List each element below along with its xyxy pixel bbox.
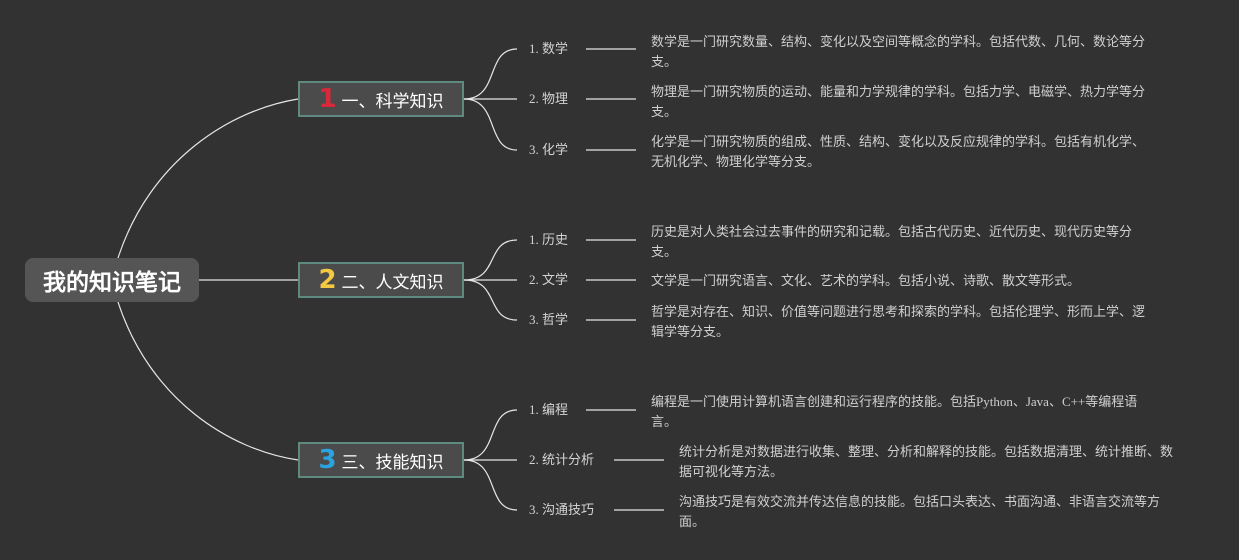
topic-description: 哲学是对存在、知识、价值等问题进行思考和探索的学科。包括伦理学、形而上学、逻辑学… bbox=[651, 304, 1146, 339]
topic-node-literature[interactable]: 2. 文学 bbox=[529, 272, 569, 287]
topic-description: 编程是一门使用计算机语言创建和运行程序的技能。包括Python、Java、C++… bbox=[651, 394, 1138, 429]
topic-node-statistics[interactable]: 2. 统计分析 bbox=[529, 452, 595, 467]
connector-b3-c3 bbox=[463, 459, 518, 511]
topic-node-physics[interactable]: 2. 物理 bbox=[529, 91, 569, 106]
connector-b3-c1 bbox=[463, 409, 518, 461]
topic-node-history[interactable]: 1. 历史 bbox=[529, 232, 569, 247]
topic-description: 文学是一门研究语言、文化、艺术的学科。包括小说、诗歌、散文等形式。 bbox=[651, 273, 1081, 288]
topic-node-programming[interactable]: 1. 编程 bbox=[529, 402, 569, 417]
number-badge-3: 3 bbox=[318, 445, 337, 475]
connector-root-branch-1 bbox=[117, 98, 299, 259]
topic-description: 统计分析是对数据进行收集、整理、分析和解释的技能。包括数据清理、统计推断、数据可… bbox=[679, 444, 1174, 479]
topic-description: 沟通技巧是有效交流并传达信息的技能。包括口头表达、书面沟通、非语言交流等方面。 bbox=[679, 494, 1161, 529]
branch-node-humanities[interactable]: 2 二、人文知识 bbox=[298, 262, 464, 298]
topic-description: 物理是一门研究物质的运动、能量和力学规律的学科。包括力学、电磁学、热力学等分支。 bbox=[651, 84, 1146, 119]
connector-b1-c1 bbox=[463, 48, 518, 100]
branch-label: 二、人文知识 bbox=[341, 272, 444, 293]
topic-description: 数学是一门研究数量、结构、变化以及空间等概念的学科。包括代数、几何、数论等分支。 bbox=[651, 34, 1146, 69]
branch-label: 三、技能知识 bbox=[341, 452, 444, 473]
branch-label: 一、科学知识 bbox=[341, 91, 444, 112]
connector-b2-c3 bbox=[463, 279, 518, 321]
branch-node-science[interactable]: 1 一、科学知识 bbox=[298, 81, 464, 117]
number-badge-2: 2 bbox=[318, 265, 337, 295]
root-node[interactable]: 我的知识笔记 bbox=[25, 258, 199, 302]
topic-node-chemistry[interactable]: 3. 化学 bbox=[529, 142, 569, 157]
branch-node-skills[interactable]: 3 三、技能知识 bbox=[298, 442, 464, 478]
connector-root-branch-3 bbox=[117, 301, 299, 461]
number-badge-1: 1 bbox=[318, 84, 337, 114]
topic-node-communication[interactable]: 3. 沟通技巧 bbox=[529, 502, 595, 517]
topic-description: 历史是对人类社会过去事件的研究和记载。包括古代历史、近代历史、现代历史等分支。 bbox=[651, 224, 1133, 259]
connector-b1-c3 bbox=[463, 98, 518, 151]
topic-node-philosophy[interactable]: 3. 哲学 bbox=[529, 312, 569, 327]
topic-node-math[interactable]: 1. 数学 bbox=[529, 41, 569, 56]
connector-b2-c1 bbox=[463, 239, 518, 281]
topic-description: 化学是一门研究物质的组成、性质、结构、变化以及反应规律的学科。包括有机化学、无机… bbox=[651, 134, 1146, 169]
